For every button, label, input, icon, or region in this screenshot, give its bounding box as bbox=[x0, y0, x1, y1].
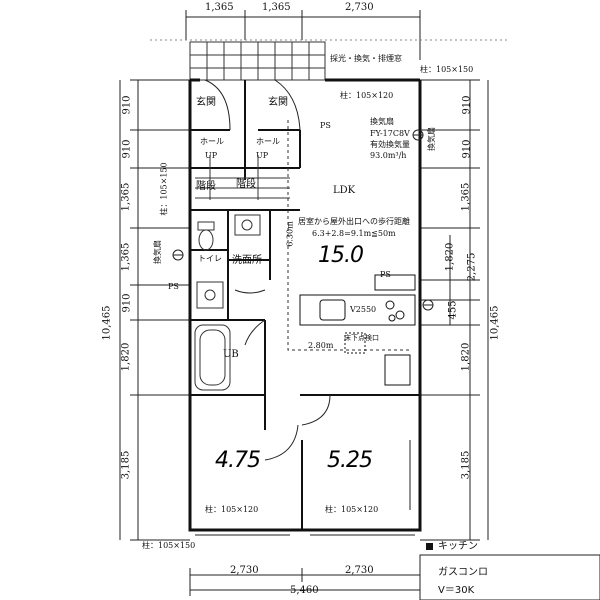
exhaust-fan-volume-label: 有効換気量 bbox=[370, 140, 410, 149]
left-dim-2: 910 bbox=[121, 139, 133, 159]
ps-label-2: PS bbox=[168, 282, 179, 291]
ps-label-3: PS bbox=[380, 270, 391, 279]
handwritten-ldk-area: 15.0 bbox=[318, 243, 364, 268]
right-total-dim: 10,465 bbox=[489, 305, 501, 341]
bottom-dim-1: 2,730 bbox=[230, 565, 259, 576]
col-top-right-label: 柱：105×150 bbox=[420, 65, 474, 74]
room-washroom: 洗面所 bbox=[232, 255, 262, 266]
bedroom-details bbox=[195, 440, 415, 536]
interior-walls bbox=[190, 80, 420, 530]
kitchen-counter bbox=[299, 274, 416, 386]
room-ldk: LDK bbox=[333, 185, 356, 196]
right-dim-2: 910 bbox=[461, 139, 473, 159]
ps-label-1: PS bbox=[320, 121, 331, 130]
kitchen-legend-marker bbox=[426, 543, 433, 550]
right-inner-dim-2: 455 bbox=[447, 300, 459, 320]
room-hall-right: ホール bbox=[256, 137, 280, 146]
left-dim-3: 1,365 bbox=[120, 182, 132, 212]
right-dim-5: 1,820 bbox=[460, 342, 472, 372]
bottom-dim-2: 2,730 bbox=[345, 565, 374, 576]
left-dim-1: 910 bbox=[121, 95, 133, 115]
exhaust-fan-icons bbox=[172, 129, 434, 311]
left-dim-5: 910 bbox=[121, 293, 133, 313]
exterior-walls bbox=[188, 78, 422, 532]
exhaust-fan-volume: 93.0m³/h bbox=[370, 151, 407, 160]
skylight-label: 採光・換気・排煙窓 bbox=[330, 54, 402, 63]
col-bottom-outer-label: 柱：105×150 bbox=[142, 541, 196, 550]
stairs bbox=[195, 155, 290, 200]
top-dim-3: 2,730 bbox=[345, 2, 374, 13]
right-dim-6: 3,185 bbox=[460, 450, 472, 480]
exhaust-right-label: 換気扇 bbox=[427, 127, 436, 151]
col-left-label: 柱：105×150 bbox=[159, 162, 169, 216]
top-dim-1: 1,365 bbox=[205, 2, 234, 13]
dist-horizontal-label: 2.80m bbox=[308, 341, 334, 350]
bathtub bbox=[194, 324, 231, 391]
left-total-dim: 10,465 bbox=[101, 305, 113, 341]
up-label-right: UP bbox=[256, 151, 269, 160]
legend-box bbox=[419, 554, 600, 600]
handwritten-room-right-area: 5.25 bbox=[327, 448, 373, 473]
left-dim-7: 3,185 bbox=[120, 450, 132, 480]
dist-vertical-label: 6.30m bbox=[285, 221, 295, 247]
top-dim-2: 1,365 bbox=[262, 2, 291, 13]
utility-box bbox=[234, 214, 261, 236]
room-bath: UB bbox=[223, 349, 239, 360]
right-dim-4: 1,820 bbox=[444, 242, 456, 272]
toilet-fixture bbox=[197, 221, 215, 251]
bottom-total-dim: 5,460 bbox=[290, 585, 319, 596]
gas-stove-legend-label: ガスコンロ bbox=[438, 567, 488, 578]
col-bottom-mid-label: 柱：105×120 bbox=[325, 505, 379, 514]
underfloor-hatch-label: 床下点検口 bbox=[344, 334, 379, 342]
left-dim-6: 1,820 bbox=[120, 342, 132, 372]
col-bottom-left-label: 柱：105×120 bbox=[205, 505, 259, 514]
room-entrance-left: 玄関 bbox=[196, 97, 216, 108]
up-label-left: UP bbox=[205, 151, 218, 160]
kitchen-legend-label: キッチン bbox=[438, 541, 478, 552]
room-hall-left: ホール bbox=[200, 137, 224, 146]
range-hood-label: V2550 bbox=[350, 305, 377, 314]
col-top-mid-label: 柱：105×120 bbox=[340, 91, 394, 100]
handwritten-room-left-area: 4.75 bbox=[215, 448, 261, 473]
right-dim-3: 1,365 bbox=[460, 182, 472, 212]
washroom-sink bbox=[196, 281, 224, 309]
entrance-terrace bbox=[189, 41, 326, 81]
v-legend-label: V＝30K bbox=[438, 585, 475, 596]
room-stairs-right: 階段 bbox=[236, 179, 256, 190]
exhaust-fan-title: 換気扇 bbox=[370, 117, 394, 126]
walking-distance-title: 居室から屋外出口への歩行距離 bbox=[298, 217, 410, 226]
exhaust-fan-model: FY-17C8V bbox=[370, 129, 410, 138]
right-dim-1: 910 bbox=[461, 95, 473, 115]
room-entrance-right: 玄関 bbox=[268, 97, 288, 108]
room-stairs-left: 階段 bbox=[196, 181, 216, 192]
exhaust-left-label: 換気扇 bbox=[153, 240, 162, 264]
walking-distance-calc: 6.3+2.8=9.1m≦50m bbox=[312, 229, 396, 238]
left-dim-4: 1,365 bbox=[120, 242, 132, 272]
room-toilet: トイレ bbox=[198, 254, 222, 263]
right-inner-dim-1: 2,275 bbox=[466, 252, 478, 282]
walking-distance-path bbox=[287, 120, 412, 351]
door-swings bbox=[204, 79, 331, 461]
